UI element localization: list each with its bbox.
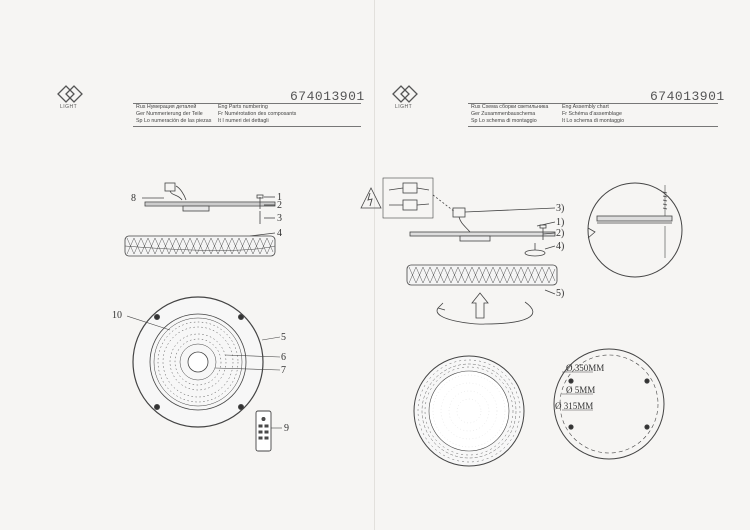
assembly-drawing xyxy=(360,177,683,467)
heading-it: It I numeri dei dettagli xyxy=(218,118,269,124)
part-label-1: 1 xyxy=(277,192,282,203)
logo-text: LIGHT xyxy=(395,104,413,110)
right-logo-icon xyxy=(392,85,418,103)
part-label-7: 7 xyxy=(281,365,286,376)
round-shade-lattice xyxy=(417,359,521,463)
heading-rus: Rus Нумерация деталей xyxy=(136,104,197,110)
part-label-9: 9 xyxy=(284,423,289,434)
round-shade-dots xyxy=(432,374,506,448)
right-page: LIGHT 674013901 Rus Схема сборки светиль… xyxy=(360,0,750,530)
heading-list-right: Eng Assembly chart Fr Schéma d'assemblag… xyxy=(562,104,624,125)
heading-it: It Lo schema di montaggio xyxy=(562,118,625,124)
shade-pattern xyxy=(408,266,556,284)
step-label-4: 4) xyxy=(556,241,565,252)
part-label-4: 4 xyxy=(277,228,282,239)
heading-list: Rus Схема сборки светильника Ger Zusamme… xyxy=(471,104,548,125)
dimension-315: Ø 315MM xyxy=(555,401,594,411)
model-number: 674013901 xyxy=(650,89,725,104)
heading-fr: Fr Numérotation des composants xyxy=(218,111,297,117)
heading-eng: Eng Assembly chart xyxy=(562,104,609,110)
part-label-8: 8 xyxy=(131,193,136,204)
header-rule xyxy=(133,103,361,104)
shade-pattern xyxy=(126,237,274,255)
left-logo-icon xyxy=(57,85,83,103)
dimension-350: Ø 350MM xyxy=(566,363,605,373)
heading-list-right: Eng Parts numbering Fr Numérotation des … xyxy=(218,104,296,125)
step-label-3: 3) xyxy=(556,203,565,214)
page-fold xyxy=(374,0,375,530)
logo-text: LIGHT xyxy=(60,104,78,110)
model-number: 674013901 xyxy=(290,89,365,104)
heading-fr: Fr Schéma d'assemblage xyxy=(562,111,622,117)
warning-icon xyxy=(360,187,382,209)
fixture-top-view-drawing xyxy=(126,296,282,452)
header-rule-bottom xyxy=(468,126,718,127)
step-label-1: 1) xyxy=(556,217,565,228)
part-label-5: 5 xyxy=(281,332,286,343)
header-rule xyxy=(468,103,718,104)
part-label-6: 6 xyxy=(281,352,286,363)
heading-ger: Ger Nummerierung der Teile xyxy=(136,111,203,117)
heading-sp: Sp Lo numeración de las piezas xyxy=(136,118,212,124)
left-page: LIGHT 674013901 Rus Нумерация деталей Ge… xyxy=(57,85,365,452)
part-label-10: 10 xyxy=(112,310,122,321)
step-label-2: 2) xyxy=(556,228,565,239)
heading-rus: Rus Схема сборки светильника xyxy=(471,104,549,110)
dimension-5: Ø 5MM xyxy=(566,385,596,395)
part-label-2: 2 xyxy=(277,200,282,211)
header-rule-bottom xyxy=(133,126,361,127)
heading-list: Rus Нумерация деталей Ger Nummerierung d… xyxy=(136,104,211,125)
heading-ger: Ger Zusammenbauschema xyxy=(471,111,536,117)
heading-sp: Sp Lo schema di montaggio xyxy=(471,118,537,124)
exploded-side-view-drawing xyxy=(124,182,276,257)
step-label-5: 5) xyxy=(556,288,565,299)
heading-eng: Eng Parts numbering xyxy=(218,104,268,110)
part-label-3: 3 xyxy=(277,213,282,224)
